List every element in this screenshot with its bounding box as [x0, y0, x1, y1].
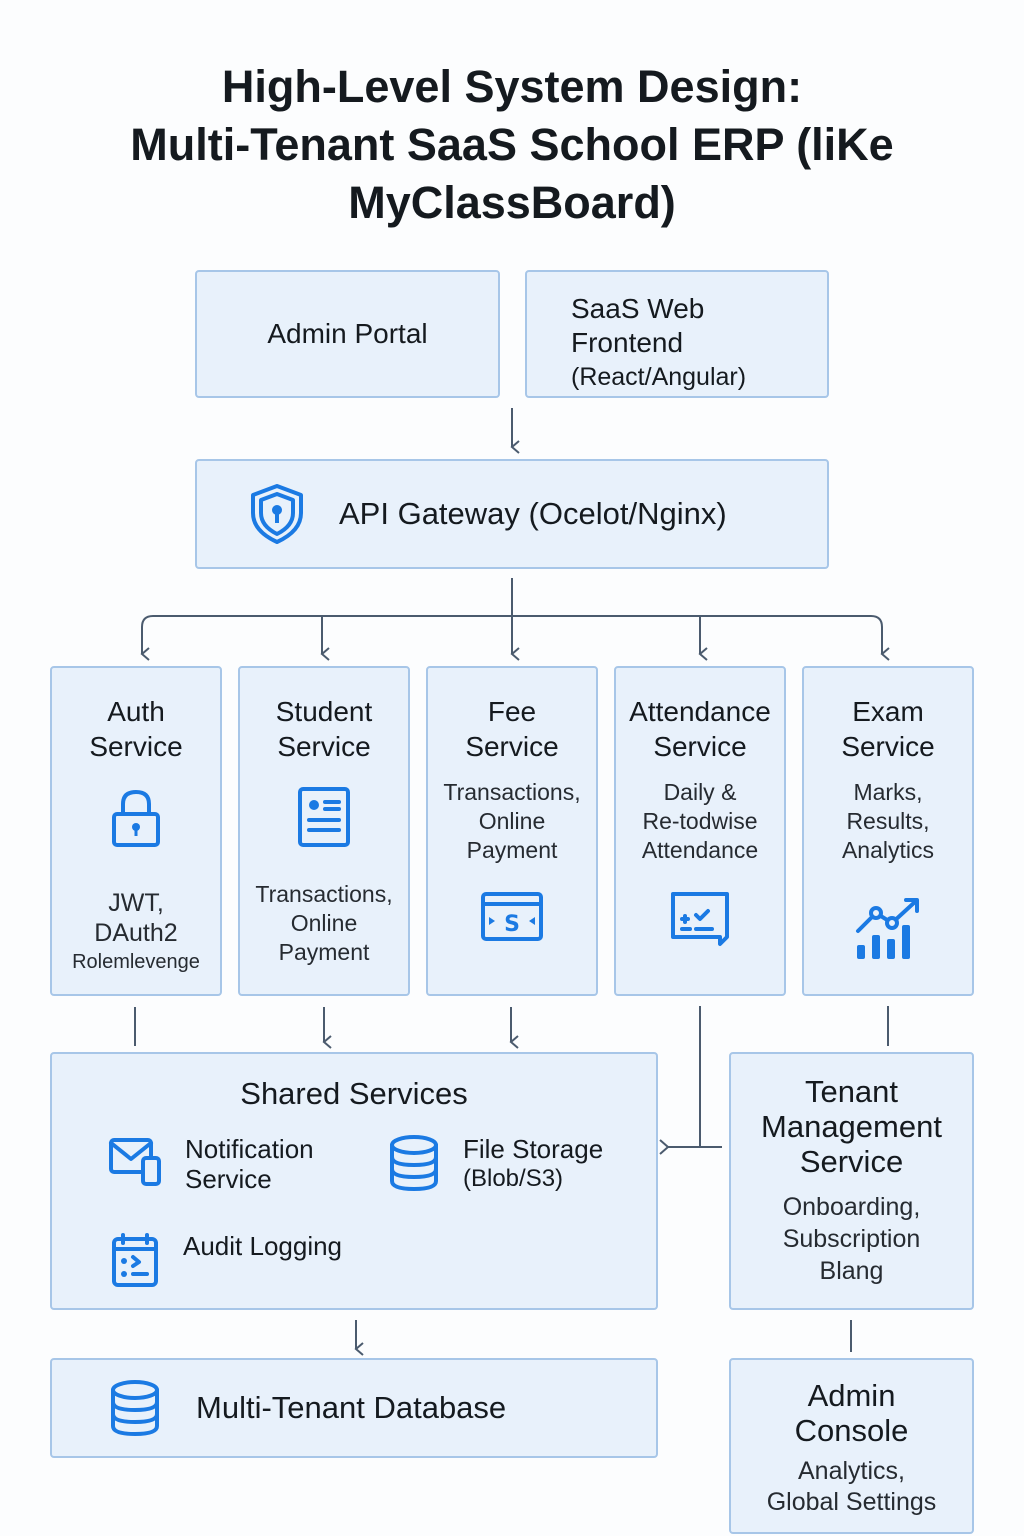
- auth-service-desc-3: Rolemlevenge: [72, 951, 200, 973]
- admin-console-box: Admin Console Analytics, Global Settings: [729, 1358, 974, 1534]
- web-frontend-line-2: Frontend: [571, 327, 684, 358]
- admin-portal-box: Admin Portal: [195, 270, 500, 398]
- exam-service-title-1: Exam: [852, 696, 924, 727]
- auth-service-title-1: Auth: [107, 696, 165, 727]
- admin-console-desc-1: Analytics,: [798, 1457, 905, 1485]
- student-service-desc-1: Transactions,: [255, 881, 393, 907]
- attendance-service-box: Attendance Service Daily & Re-todwise At…: [614, 666, 786, 996]
- fee-service-title-1: Fee: [487, 696, 537, 727]
- attendance-service-desc-2: Re-todwise: [642, 808, 758, 834]
- student-service-title-1: Student: [275, 696, 373, 727]
- database-label: Multi-Tenant Database: [196, 1390, 507, 1425]
- tenant-management-title-1: Tenant: [804, 1074, 899, 1109]
- attendance-service-desc-3: Attendance: [641, 837, 759, 863]
- admin-portal-label: Admin Portal: [267, 318, 428, 349]
- log-clipboard-icon: [112, 1233, 158, 1287]
- student-service-desc-2: Online: [290, 910, 358, 936]
- attendance-service-desc-1: Daily &: [663, 779, 737, 805]
- attendance-service-title-2: Service: [653, 731, 747, 762]
- tenant-management-title-3: Service: [799, 1144, 904, 1179]
- notification-service-label-1: Notification: [185, 1134, 314, 1164]
- tenant-management-box: Tenant Management Service Onboarding, Su…: [729, 1052, 974, 1310]
- auth-service-desc-1: JWT,: [108, 889, 164, 917]
- auth-service-box: Auth Service JWT, DAuth2 Rolemlevenge: [50, 666, 222, 996]
- notification-service-label-2: Service: [185, 1164, 272, 1194]
- admin-console-desc-2: Global Settings: [766, 1488, 937, 1516]
- mail-phone-icon: [109, 1138, 161, 1186]
- tenant-management-title-2: Management: [761, 1109, 942, 1144]
- fee-service-box: Fee Service Transactions, Online Payment…: [426, 666, 598, 996]
- shield-lock-icon: [251, 484, 303, 544]
- audit-logging-item: Audit Logging: [109, 1231, 342, 1289]
- api-gateway-label: API Gateway: [339, 496, 520, 531]
- id-card-icon: [298, 787, 350, 847]
- shared-services-title: Shared Services: [240, 1076, 468, 1111]
- database-icon: [390, 1135, 438, 1191]
- auth-service-desc-2: DAuth2: [94, 919, 178, 947]
- title-line-2: Multi-Tenant SaaS School ERP (liKe: [130, 119, 894, 170]
- title-line-1: High-Level System Design:: [221, 61, 803, 112]
- payment-card-icon: S: [481, 892, 543, 941]
- attendance-service-title-1: Attendance: [629, 696, 771, 727]
- admin-console-title-1: Admin: [807, 1378, 896, 1413]
- api-gateway-box: API Gateway (Ocelot/Nginx): [195, 459, 829, 569]
- student-service-desc-3: Payment: [278, 939, 370, 965]
- file-storage-item: File Storage (Blob/S3): [387, 1134, 603, 1194]
- web-frontend-line-1: SaaS Web: [571, 293, 705, 324]
- tenant-management-desc-3: Blang: [819, 1257, 884, 1285]
- web-frontend-line-3: (React/Angular): [571, 363, 747, 391]
- diagram-title: High-Level System Design: Multi-Tenant S…: [0, 58, 1024, 232]
- exam-service-box: Exam Service Marks, Results, Analytics: [802, 666, 974, 996]
- database-icon: [111, 1380, 159, 1436]
- fee-service-desc-2: Online: [478, 808, 546, 834]
- admin-console-title-2: Console: [794, 1413, 909, 1448]
- notification-service-item: Notification Service: [107, 1134, 314, 1194]
- growth-chart-icon: [856, 898, 919, 959]
- line-fanout-bar: [141, 615, 890, 661]
- file-storage-label-2: (Blob/S3): [463, 1165, 564, 1192]
- file-storage-label-1: File Storage: [463, 1134, 604, 1164]
- fee-service-title-2: Service: [465, 731, 559, 762]
- svg-text:S: S: [504, 912, 520, 937]
- auth-service-title-2: Service: [89, 731, 183, 762]
- fee-service-desc-1: Transactions,: [443, 779, 581, 805]
- exam-service-title-2: Service: [841, 731, 935, 762]
- database-box: Multi-Tenant Database: [50, 1358, 658, 1458]
- title-line-3: MyClassBoard): [348, 177, 676, 228]
- exam-service-desc-2: Results,: [846, 808, 930, 834]
- web-frontend-box: SaaS Web Frontend (React/Angular): [525, 270, 829, 398]
- api-gateway-detail: (Ocelot/Nginx): [528, 496, 727, 531]
- checklist-screen-icon: [671, 892, 729, 946]
- tenant-management-desc-1: Onboarding,: [782, 1193, 921, 1221]
- shared-services-box: Shared Services Notification Service Fil…: [50, 1052, 658, 1310]
- student-service-box: Student Service Transactions, Online Pay…: [238, 666, 410, 996]
- exam-service-desc-3: Analytics: [841, 837, 935, 863]
- audit-logging-label: Audit Logging: [183, 1231, 343, 1261]
- exam-service-desc-1: Marks,: [853, 779, 923, 805]
- tenant-management-desc-2: Subscription: [782, 1225, 921, 1253]
- fee-service-desc-3: Payment: [466, 837, 558, 863]
- padlock-icon: [112, 790, 160, 847]
- student-service-title-2: Service: [277, 731, 371, 762]
